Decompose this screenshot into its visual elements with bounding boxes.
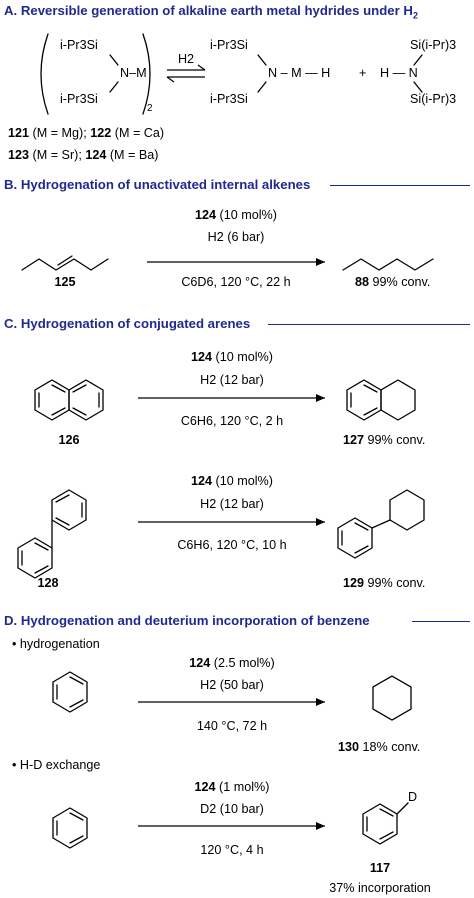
plus-sign: + — [359, 66, 367, 80]
hexane-structure — [342, 258, 434, 271]
product1-silyl-top: i-Pr3Si — [210, 38, 248, 52]
deuterium-label: D — [408, 790, 418, 804]
biphenyl-structure — [17, 489, 87, 579]
d2-catalyst: 124 (1 mol%) — [194, 780, 270, 794]
d-bullet-hydrogenation: • hydrogenation — [12, 637, 100, 651]
product2-silyl-bottom: Si(i-Pr)3 — [410, 92, 457, 106]
d-bullet-hd-exchange: • H-D exchange — [12, 758, 101, 772]
c2-catalyst: 124 (10 mol%) — [191, 474, 273, 488]
c1-catalyst: 124 (10 mol%) — [191, 350, 273, 364]
c2-sm-label: 128 — [37, 576, 59, 590]
c2-pressure: H2 (12 bar) — [200, 497, 264, 511]
d2-product-number: 117 — [369, 861, 391, 875]
section-c-rule — [268, 324, 470, 325]
b-catalyst: 124 (10 mol%) — [195, 208, 277, 222]
c2-product-label: 129 99% conv. — [343, 576, 426, 590]
product2-silyl-top: Si(i-Pr)3 — [410, 38, 457, 52]
right-parenthesis — [142, 33, 151, 115]
product1-silyl-bottom: i-Pr3Si — [210, 92, 248, 106]
section-a-title: A. Reversible generation of alkaline ear… — [4, 3, 418, 21]
equilibrium-arrow — [166, 64, 206, 83]
section-b-rule — [330, 185, 470, 186]
d1-product-label: 130 18% conv. — [338, 740, 421, 754]
product2-core: H — N — [380, 66, 418, 80]
tetralin-structure — [346, 379, 416, 421]
compound-line-2: 123 (M = Sr); 124 (M = Ba) — [8, 148, 159, 162]
d1-conditions: 140 °C, 72 h — [196, 719, 268, 733]
d1-catalyst: 124 (2.5 mol%) — [189, 656, 275, 670]
equilibrium-arrow-label: H2 — [177, 52, 195, 66]
cyclohexane-structure — [372, 675, 412, 721]
left-parenthesis — [40, 33, 49, 115]
deuterobenzene-structure — [362, 802, 409, 845]
section-d-title: D. Hydrogenation and deuterium incorpora… — [4, 613, 370, 628]
section-b-title: B. Hydrogenation of unactivated internal… — [4, 177, 311, 192]
product1-core: N – M — H — [268, 66, 331, 80]
d2-conditions: 120 °C, 4 h — [200, 843, 264, 857]
reagent-n-m: N–M — [120, 66, 147, 80]
c1-sm-label: 126 — [58, 433, 80, 447]
reagent-silyl-top: i-Pr3Si — [60, 38, 98, 52]
b-pressure: H2 (6 bar) — [207, 230, 265, 244]
benzene-structure-1 — [52, 671, 88, 713]
benzene-structure-2 — [52, 807, 88, 849]
section-d-rule — [412, 621, 470, 622]
c1-pressure: H2 (12 bar) — [200, 373, 264, 387]
d2-product-note: 37% incorporation — [329, 881, 431, 895]
c1-conditions: C6H6, 120 °C, 2 h — [180, 414, 284, 428]
section-c-title: C. Hydrogenation of conjugated arenes — [4, 316, 251, 331]
phenylcyclohexane-structure — [337, 489, 425, 559]
b-sm-label: 125 — [54, 275, 76, 289]
d2-pressure: D2 (10 bar) — [200, 802, 264, 816]
c1-product-label: 127 99% conv. — [343, 433, 426, 447]
c2-conditions: C6H6, 120 °C, 10 h — [177, 538, 287, 552]
b-conditions: C6D6, 120 °C, 22 h — [181, 275, 291, 289]
dimer-subscript: 2 — [147, 103, 153, 114]
d1-pressure: H2 (50 bar) — [200, 678, 264, 692]
hexene-structure — [21, 255, 109, 271]
compound-line-1: 121 (M = Mg); 122 (M = Ca) — [8, 126, 165, 140]
naphthalene-structure — [34, 379, 104, 421]
reagent-silyl-bottom: i-Pr3Si — [60, 92, 98, 106]
b-product-label: 88 99% conv. — [355, 275, 431, 289]
